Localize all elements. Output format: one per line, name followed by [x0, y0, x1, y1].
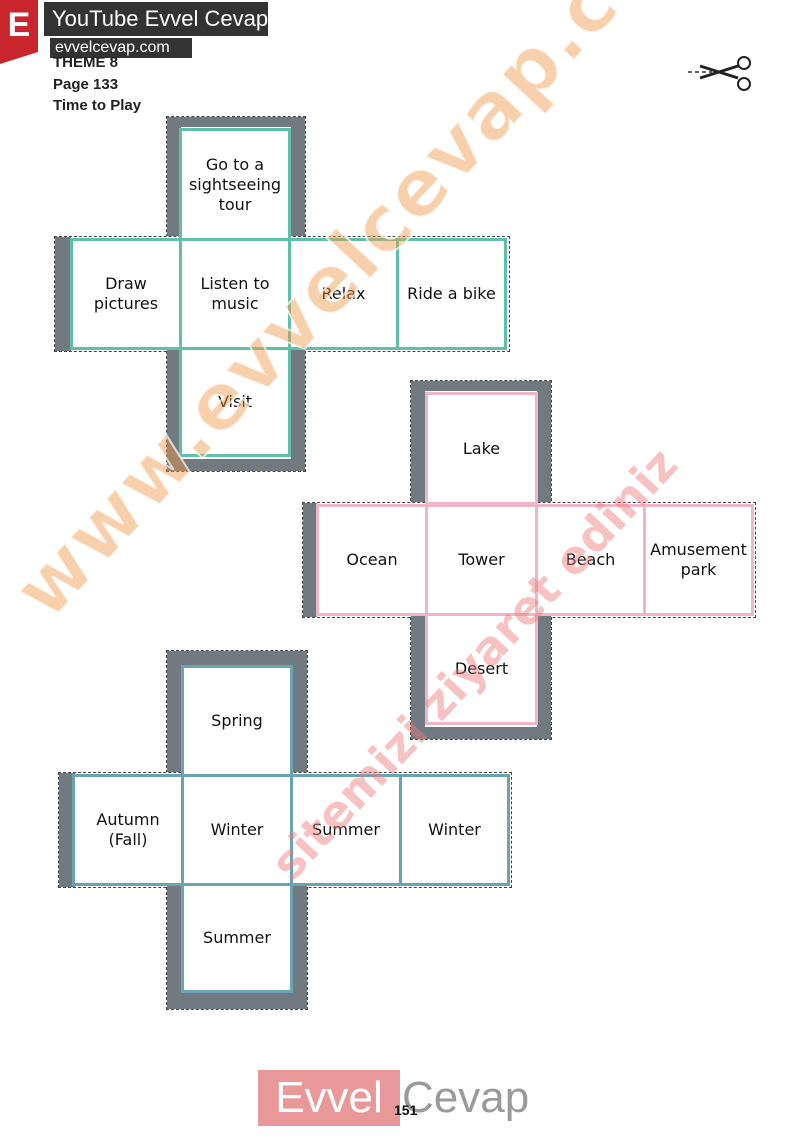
scissors-icon: [688, 56, 751, 91]
channel-banner: YouTube Evvel Cevap: [44, 2, 268, 36]
face-top: Lake: [425, 392, 538, 505]
face-bottom: Desert: [425, 613, 538, 725]
face-3: Relax: [288, 238, 399, 350]
footer-logo-left: Evvel: [258, 1070, 400, 1126]
face-3: Summer: [290, 774, 402, 886]
brand-logo: E: [0, 0, 38, 64]
page-number: 151: [394, 1102, 418, 1118]
face-3: Beach: [535, 504, 646, 616]
face-4: Amusement park: [643, 504, 754, 616]
site-url: evvelcevap.com: [50, 38, 192, 58]
face-4: Winter: [399, 774, 510, 886]
face-4: Ride a bike: [396, 238, 507, 350]
page-label: Page 133: [53, 76, 119, 93]
theme-label: THEME 8: [53, 54, 119, 71]
face-top: Go to a sightseeing tour: [179, 128, 291, 241]
face-1: Draw pictures: [70, 238, 182, 350]
section-title: Time to Play: [53, 97, 142, 114]
face-1: Autumn (Fall): [72, 774, 184, 886]
face-top: Spring: [181, 665, 293, 777]
face-2: Listen to music: [179, 238, 291, 350]
face-bottom: Summer: [181, 883, 293, 993]
footer-logo-right: Cevap: [402, 1073, 530, 1122]
face-bottom: Visit: [179, 347, 291, 457]
face-1: Ocean: [316, 504, 428, 616]
